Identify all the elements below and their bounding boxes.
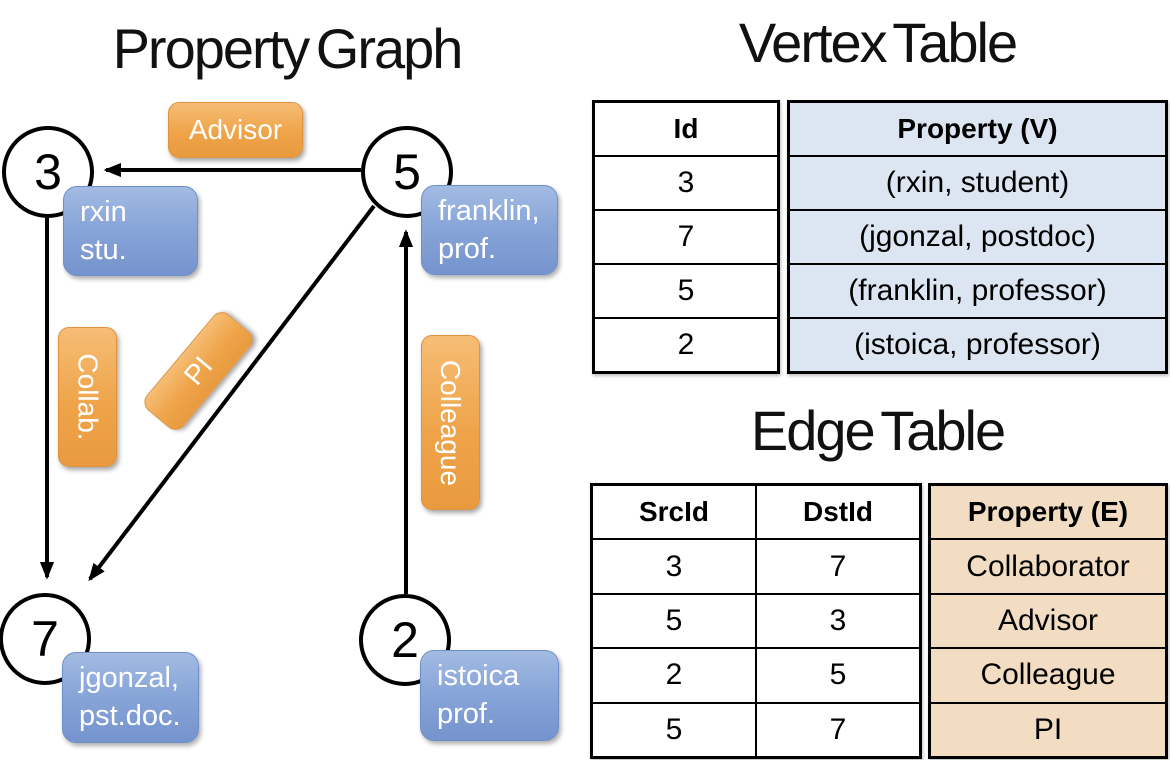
vertex-5-prop-line1: franklin, — [438, 195, 540, 227]
vertex-table-id-cell: 2 — [595, 317, 777, 371]
vertex-2-prop-line1: istoica — [437, 660, 520, 692]
edge-label-collaborator: Collab. — [58, 327, 117, 467]
property-graph-title: Property Graph — [112, 17, 464, 80]
vertex-5-prop-line2: prof. — [438, 233, 497, 265]
edge-label-colleague-text: Colleague — [435, 359, 467, 486]
vertex-table-id-cell: 7 — [595, 209, 777, 263]
edge-label-colleague: Colleague — [421, 335, 480, 510]
node-5-id: 5 — [393, 144, 421, 200]
edge-table-src-cell: 5 — [665, 604, 683, 638]
vertex-table-property-cell: (jgonzal, postdoc) — [790, 209, 1165, 263]
vertex-table-col-property: Property (V) — [790, 103, 1165, 155]
edge-table-property-cell: Colleague — [931, 647, 1165, 702]
edge-table-src-cell: 5 — [665, 712, 683, 746]
vertex-7-prop-line2: pst.doc. — [79, 700, 181, 732]
edge-table-col-dstid: DstId — [755, 486, 919, 539]
edge-table-dst-cell: 7 — [755, 540, 919, 593]
vertex-3-prop-line2: stu. — [80, 234, 127, 266]
vertex-table-id-column: Id 3 7 5 2 — [592, 100, 780, 374]
vertex-2-prop-line2: prof. — [437, 698, 496, 730]
graph-node-2: 2 — [359, 594, 451, 686]
node-7-id: 7 — [31, 611, 59, 667]
edge-table-src-cell: 2 — [665, 658, 683, 692]
vertex-3-prop-line1: rxin — [80, 196, 127, 228]
vertex-table-property-cell: (rxin, student) — [790, 155, 1165, 209]
vertex-table-id-cell: 5 — [595, 263, 777, 317]
vertex-table-property-cell: (franklin, professor) — [790, 263, 1165, 317]
edge-label-collab-text: Collab. — [72, 353, 104, 441]
vertex-table-title: Vertex Table — [738, 11, 1018, 74]
graph-node-5: 5 — [361, 126, 453, 218]
edge-table-col-property: Property (E) — [931, 486, 1165, 539]
edge-table-property-cell: Collaborator — [931, 538, 1165, 593]
edge-table-property-cell: PI — [931, 701, 1165, 757]
vertex-property-box-2: istoica prof. — [420, 650, 559, 741]
vertex-table-col-id: Id — [673, 113, 699, 144]
vertex-property-box-3: rxin stu. — [63, 186, 198, 276]
edge-table-property-cell: Advisor — [931, 592, 1165, 648]
vertex-table-property-cell: (istoica, professor) — [790, 317, 1165, 371]
vertex-property-box-7: jgonzal, pst.doc. — [62, 652, 199, 743]
edge-table-title: Edge Table — [750, 399, 1006, 462]
edge-label-advisor-text: Advisor — [188, 114, 283, 145]
edge-arrow-5-to-7 — [88, 204, 376, 582]
edge-table-dst-cell: 3 — [755, 594, 919, 648]
graph-edges-canvas — [39, 162, 414, 594]
edge-label-advisor: Advisor — [168, 102, 303, 158]
vertex-table-id-cell: 3 — [595, 155, 777, 209]
node-3-id: 3 — [34, 144, 62, 200]
edge-table-dst-cell: 7 — [755, 703, 919, 757]
node-2-id: 2 — [391, 612, 419, 668]
edge-table-id-columns: SrcId DstId 3 7 5 3 2 5 5 7 — [590, 483, 922, 759]
edge-table-dst-cell: 5 — [755, 649, 919, 702]
vertex-property-box-5: franklin, prof. — [421, 185, 558, 275]
edge-table-src-cell: 3 — [665, 549, 683, 583]
edge-table-col-srcid: SrcId — [638, 496, 710, 528]
edge-table-property-column: Property (E) Collaborator Advisor Collea… — [928, 483, 1168, 759]
vertex-7-prop-line1: jgonzal, — [79, 662, 179, 694]
vertex-table-property-column: Property (V) (rxin, student) (jgonzal, p… — [787, 100, 1168, 374]
edge-label-pi-text: PI — [177, 350, 219, 391]
